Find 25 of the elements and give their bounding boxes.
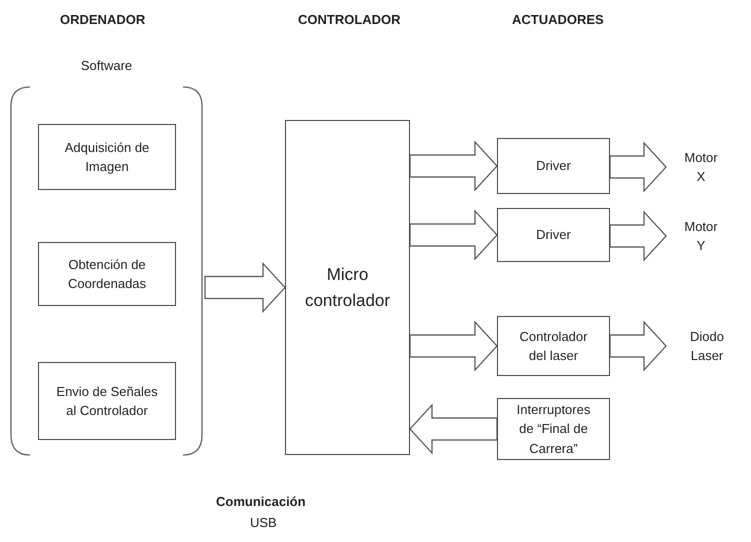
block-arrow <box>609 210 667 262</box>
output-label: Motor Y <box>666 222 736 250</box>
block-arrow <box>204 262 286 314</box>
process-box: Obtención de Coordenadas <box>38 242 176 306</box>
block-arrow <box>409 209 498 261</box>
output-label: Motor X <box>666 153 736 181</box>
process-box: Micro controlador <box>285 120 410 455</box>
block-arrow <box>409 320 498 372</box>
process-box: Driver <box>497 208 610 262</box>
heading-label: ACTUADORES <box>512 11 604 29</box>
block-arrow <box>609 141 667 193</box>
heading-label: USB <box>250 514 277 532</box>
process-box: Driver <box>497 138 610 194</box>
process-box: Envio de Señales al Controlador <box>38 362 176 440</box>
heading-label: CONTROLADOR <box>298 11 401 29</box>
block-arrow <box>409 403 498 455</box>
heading-label: ORDENADOR <box>60 11 146 29</box>
process-box: Interruptores de “Final de Carrera” <box>497 398 610 460</box>
group-heading: Software <box>80 57 134 75</box>
block-arrow <box>409 140 498 192</box>
process-box: Controlador del laser <box>497 316 610 376</box>
block-arrow <box>609 320 667 372</box>
heading-label: Comunicación <box>216 493 306 511</box>
output-label: Diodo Laser <box>666 332 748 360</box>
process-box: Adquisición de Imagen <box>38 124 176 190</box>
